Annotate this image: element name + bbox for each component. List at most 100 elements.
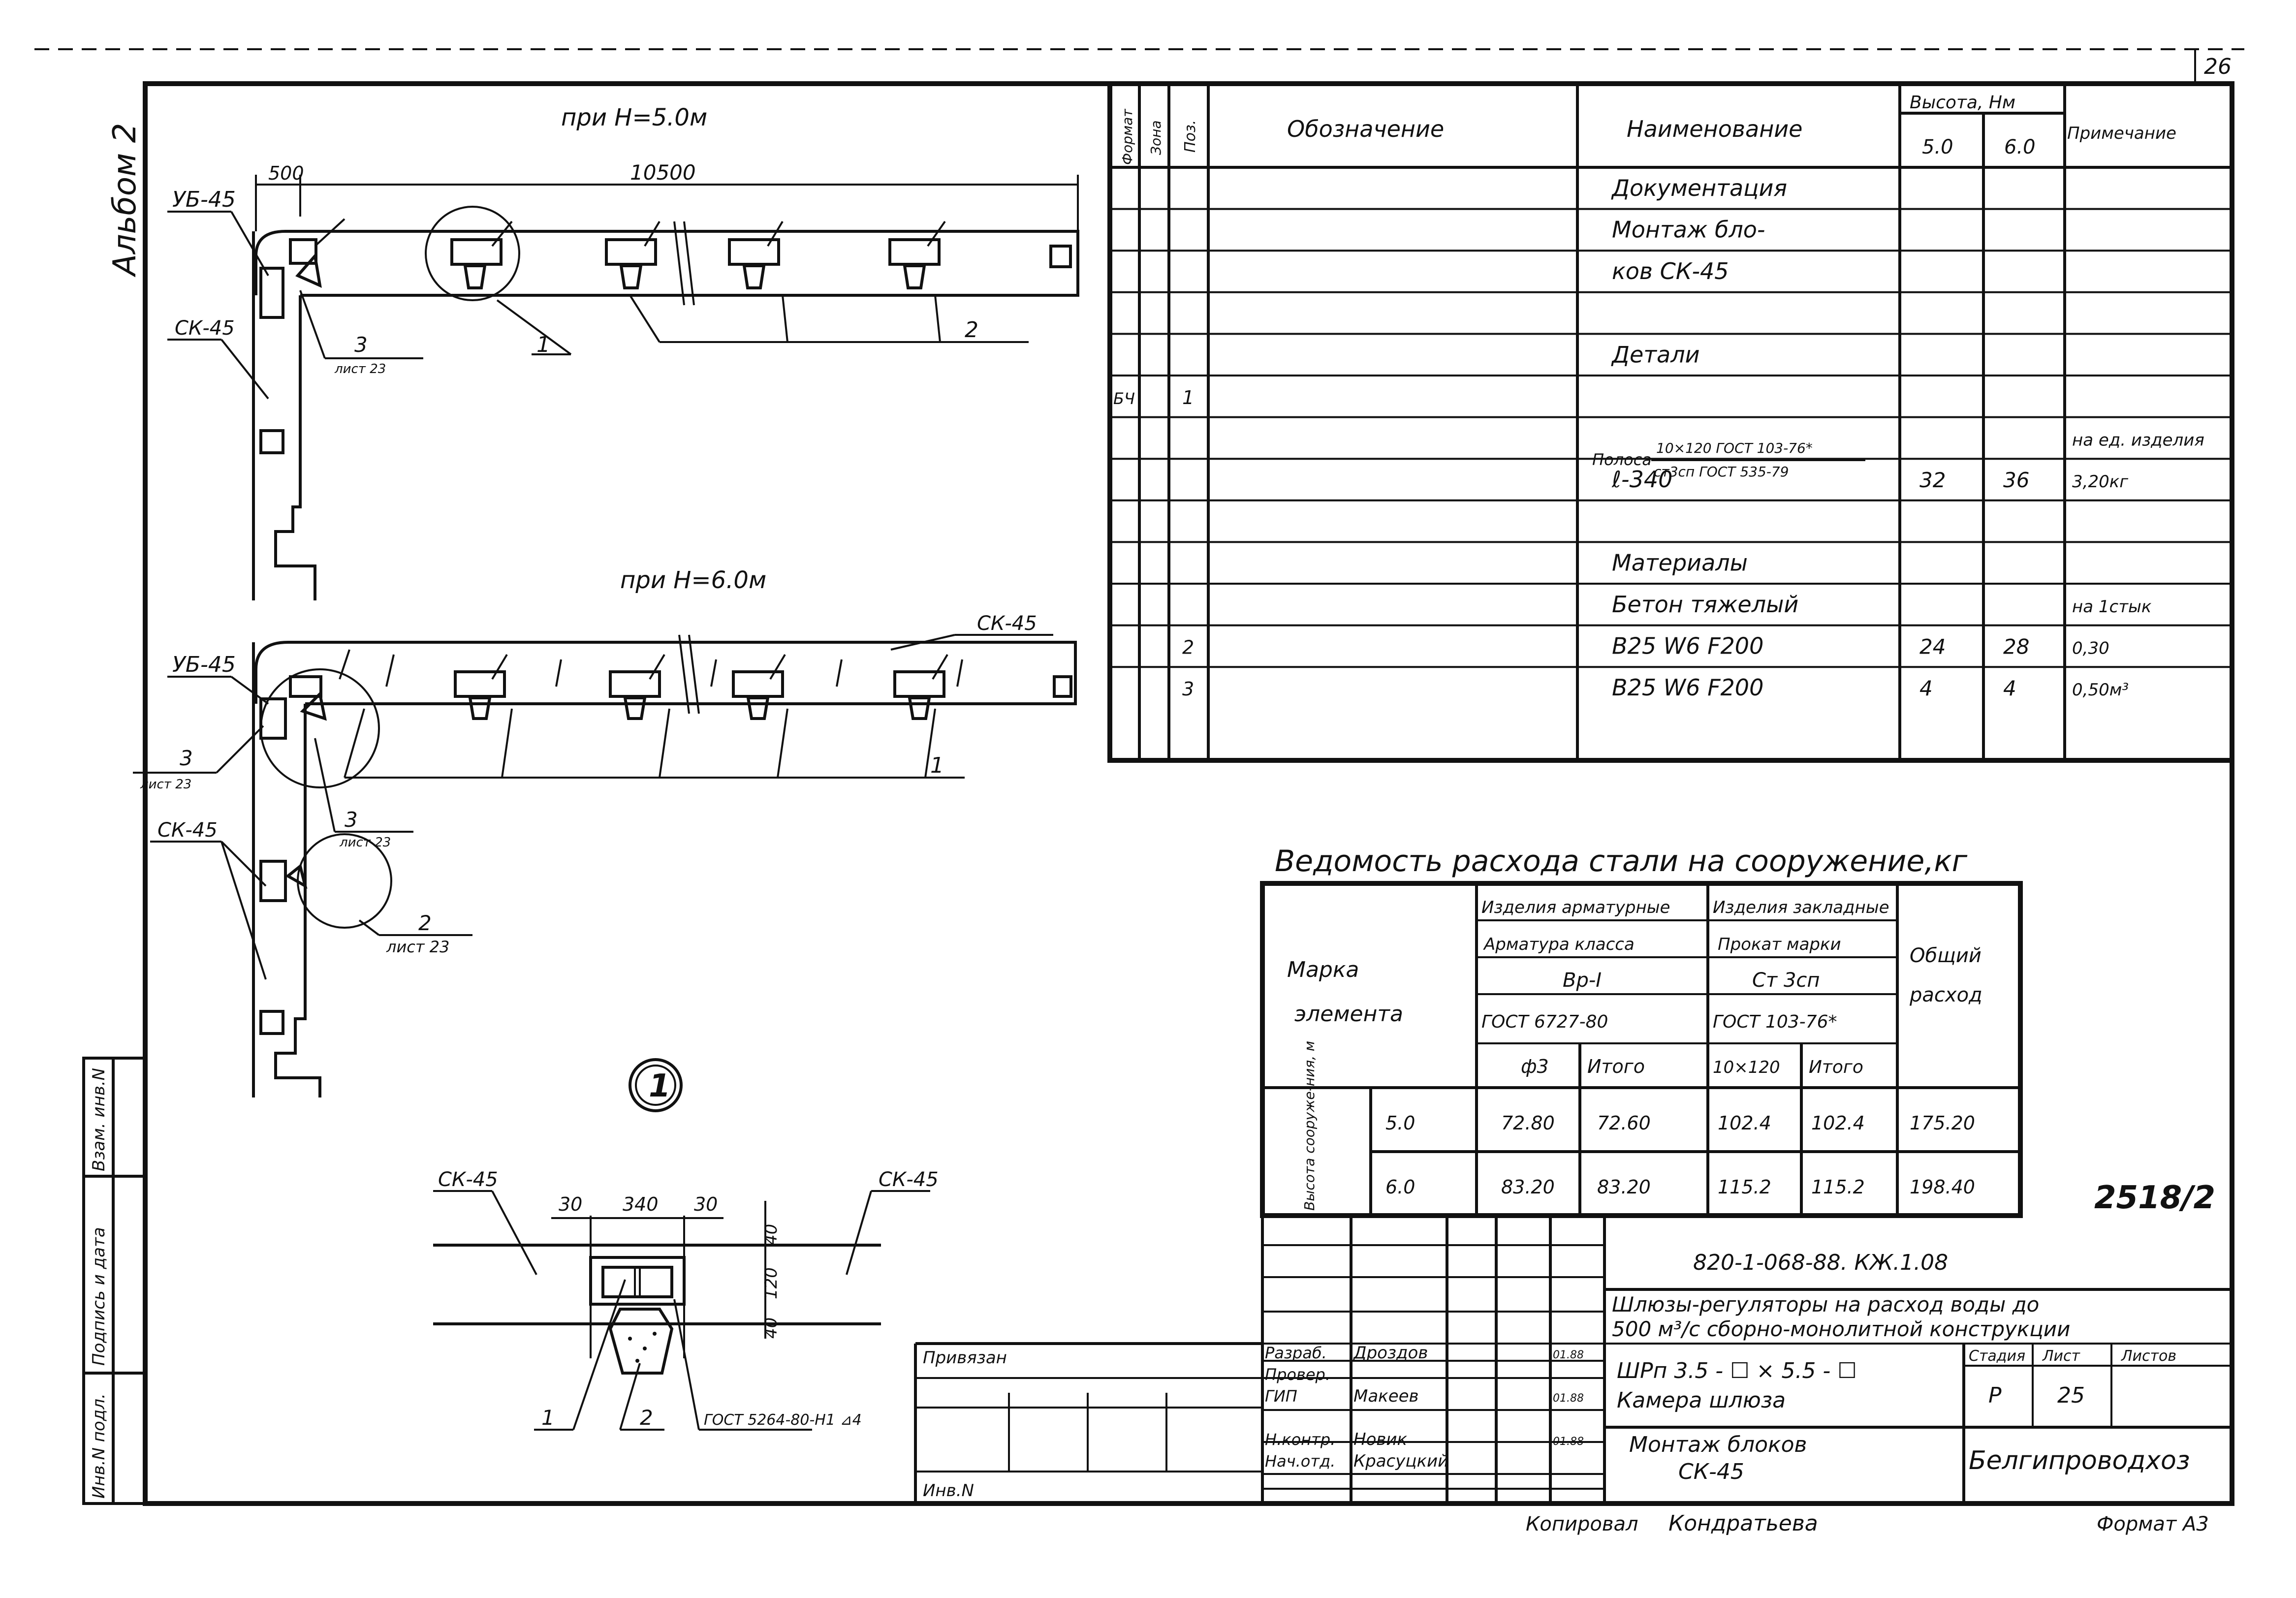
callout-3-top: 3 — [354, 333, 368, 357]
spec-cell-name: ℓ-340 — [1611, 466, 1672, 493]
steel-f3: ф3 — [1521, 1056, 1549, 1077]
tb-name: Красуцкий — [1353, 1451, 1448, 1471]
side-stamp — [82, 1057, 147, 1505]
spec-cell-name: В25 W6 F200 — [1612, 633, 1763, 659]
steel-cell-itogo1: 83.20 — [1597, 1176, 1651, 1198]
steel-itogo2: Итого — [1809, 1057, 1863, 1077]
spec-cell-h60: 4 — [2003, 676, 2016, 700]
spec-header-h60: 6.0 — [2004, 136, 2036, 158]
steel-cell-f3: 83.20 — [1501, 1176, 1555, 1198]
page-number: 26 — [2204, 54, 2232, 79]
format-label: Формат А3 — [2097, 1513, 2209, 1535]
spec-cell-name: Бетон тяжелый — [1612, 591, 1798, 618]
spec-cell-format: БЧ — [1113, 389, 1135, 408]
spec-cell-h50: 4 — [1919, 676, 1933, 700]
list23-bottom-right: лист 23 — [386, 938, 449, 956]
callout-1-bottom: 1 — [930, 753, 944, 778]
spec-polosa-label: Полоса — [1592, 450, 1652, 469]
plan-bottom-title: при Н=6.0м — [620, 566, 766, 594]
spec-header-naimenovanie: Наименование — [1627, 116, 1802, 142]
steel-obshiy: Общий — [1910, 944, 1981, 967]
callout-1-top: 1 — [536, 332, 550, 357]
tb-project-title-1: Шлюзы-регуляторы на расход воды до — [1612, 1292, 2039, 1316]
spec-cell-note: 3,20кг — [2072, 472, 2129, 492]
spec-cell-poz: 3 — [1182, 678, 1194, 700]
tb-object-2: Камера шлюза — [1617, 1388, 1786, 1413]
tb-role: Нач.отд. — [1265, 1452, 1335, 1471]
spec-cell-h50: 32 — [1919, 468, 1946, 492]
title-block-grid — [914, 1216, 2232, 1504]
sk45-label-bottom-left: СК-45 — [157, 819, 218, 842]
detail-gost: ГОСТ 5264-80-Н1 ⊿4 — [704, 1411, 862, 1429]
tb-role: Н.контр. — [1265, 1430, 1335, 1449]
plan-top: при Н=5.0м 500 10500 — [167, 104, 1079, 600]
podpis-data-label: Подпись и дата — [89, 1227, 109, 1366]
tb-date: 01.88 — [1553, 1349, 1584, 1361]
callout-3-bottom-left: 3 — [180, 746, 193, 770]
tb-role: Провер. — [1265, 1365, 1330, 1384]
tb-stadiya: Р — [1988, 1383, 2002, 1408]
steel-cell-total: 198.40 — [1910, 1176, 1975, 1198]
steel-cell-f3: 72.80 — [1501, 1112, 1555, 1134]
steel-izd-arm: Изделия арматурные — [1481, 898, 1670, 917]
tb-drawing-code: 820-1-068-88. КЖ.1.08 — [1693, 1250, 1948, 1275]
copier-name: Кондратьева — [1668, 1511, 1818, 1536]
steel-table-title: Ведомость расхода стали на сооружение,кг — [1275, 844, 1968, 878]
steel-cell-height: 6.0 — [1385, 1176, 1415, 1198]
steel-cell-s10x120: 115.2 — [1718, 1176, 1771, 1198]
steel-cell-total: 175.20 — [1910, 1112, 1975, 1134]
steel-itogo1: Итого — [1587, 1056, 1645, 1077]
tb-name: Дроздов — [1352, 1343, 1428, 1363]
tb-date: 01.88 — [1553, 1436, 1584, 1448]
steel-cell-itogo2: 115.2 — [1811, 1176, 1865, 1198]
steel-cell-itogo1: 72.60 — [1597, 1112, 1651, 1134]
steel-st3sp: Ст 3сп — [1752, 969, 1820, 992]
steel-gost103: ГОСТ 103-76* — [1713, 1012, 1837, 1032]
spec-cell-name: Документация — [1611, 175, 1787, 201]
detail-dim-40a: 40 — [761, 1224, 781, 1245]
callout-3-bottom-mid: 3 — [345, 808, 358, 832]
tb-org: Белгипроводхоз — [1969, 1446, 2190, 1475]
tb-role: ГИП — [1265, 1387, 1297, 1406]
steel-elementa: элемента — [1294, 1002, 1403, 1027]
corner-code: 2518/2 — [2094, 1180, 2215, 1216]
spec-header-vysota: Высота, Нм — [1910, 93, 2015, 113]
steel-cell-itogo2: 102.4 — [1811, 1112, 1865, 1134]
copied-by: Копировал — [1526, 1513, 1638, 1535]
spec-table-grid — [1107, 81, 2234, 763]
spec-header-h50: 5.0 — [1922, 136, 1953, 158]
detail-1: 30 340 30 40 120 40 СК-45 СК-45 1 2 ГОСТ… — [433, 1168, 939, 1431]
steel-vysota-label: Высота сооруже-ния, м — [1301, 1041, 1318, 1211]
tb-name: Макеев — [1353, 1386, 1419, 1406]
detail-dim-30b: 30 — [694, 1193, 718, 1215]
spec-cell-name: Монтаж бло- — [1612, 217, 1765, 243]
spec-header-primechanie: Примечание — [2067, 124, 2176, 143]
tb-listov-label: Листов — [2121, 1347, 2176, 1365]
steel-s10x120: 10×120 — [1713, 1058, 1780, 1077]
detail-dim-120: 120 — [761, 1267, 781, 1299]
spec-cell-note: на ед. изделия — [2072, 431, 2204, 450]
tb-sheet-title-2: СК-45 — [1678, 1459, 1744, 1484]
steel-prokat: Прокат марки — [1718, 935, 1841, 954]
tb-list: 25 — [2057, 1383, 2085, 1408]
detail-callout-1: 1 — [541, 1406, 555, 1430]
callout-2-bottom: 2 — [418, 911, 432, 935]
tb-object-1: ШРп 3.5 - ☐ × 5.5 - ☐ — [1617, 1358, 1857, 1383]
list23-bottom-mid: лист 23 — [339, 835, 391, 850]
detail-dim-340: 340 — [623, 1193, 659, 1215]
steel-arm-klassa: Арматура класса — [1483, 935, 1635, 954]
spec-cell-h60: 36 — [2003, 468, 2029, 492]
detail-sk45-right: СК-45 — [879, 1168, 939, 1191]
list23-top-a: лист 23 — [334, 362, 386, 376]
tb-stadiya-label: Стадия — [1969, 1347, 2025, 1365]
spec-cell-h60: 28 — [2003, 635, 2029, 659]
ub45-label-top: УБ-45 — [172, 187, 236, 212]
plan-top-title: при Н=5.0м — [561, 104, 707, 131]
tb-project-title-2: 500 м³/с сборно-монолитной конструкции — [1612, 1317, 2070, 1341]
callout-2-top: 2 — [965, 317, 978, 343]
dim-10500-top: 10500 — [630, 160, 696, 185]
album-label: Альбом 2 — [107, 123, 143, 278]
